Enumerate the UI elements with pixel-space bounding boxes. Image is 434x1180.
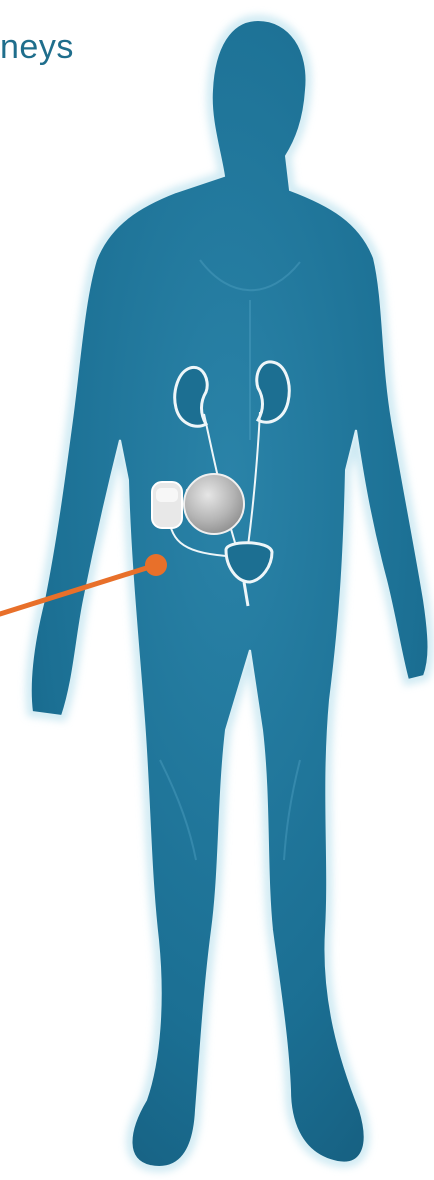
kidney-right (257, 362, 289, 422)
kidney-left (175, 367, 207, 426)
control-pump (152, 482, 182, 528)
reservoir-disc (184, 474, 244, 534)
